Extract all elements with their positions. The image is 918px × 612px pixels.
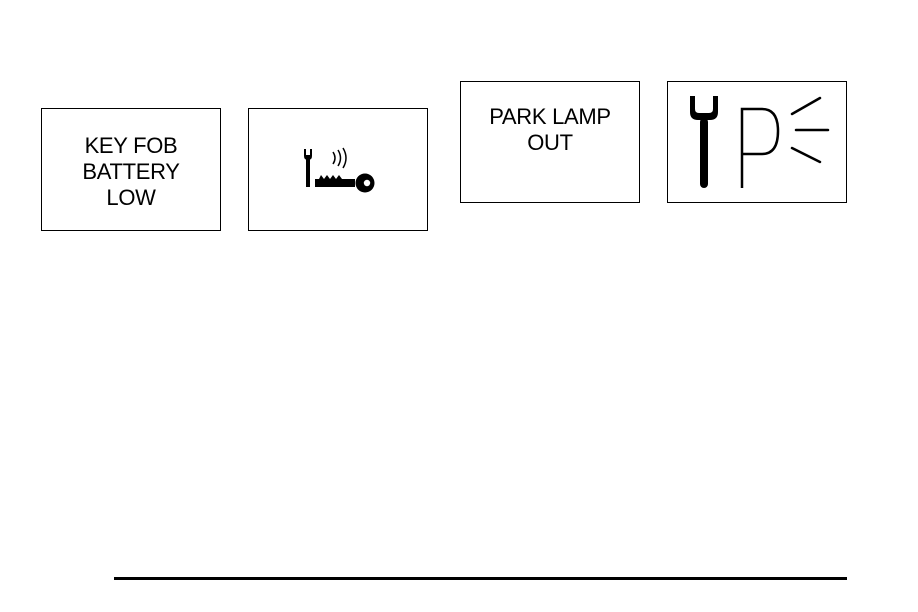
message-line: LOW (82, 185, 179, 211)
wrench-icon (304, 149, 312, 187)
key-fob-service-symbol-panel (248, 108, 428, 231)
key-fob-battery-low-panel: KEY FOB BATTERY LOW (41, 108, 221, 231)
message-line: KEY FOB (82, 133, 179, 159)
key-fob-battery-low-message: KEY FOB BATTERY LOW (82, 133, 179, 211)
park-lamp-out-panel: PARK LAMP OUT (460, 81, 640, 203)
lamp-rays-icon (792, 98, 828, 162)
message-line: OUT (489, 130, 611, 156)
footer-rule (114, 577, 847, 580)
park-lamp-service-symbol-panel (667, 81, 847, 203)
message-line: BATTERY (82, 159, 179, 185)
wrench-park-lamp-icon (668, 82, 846, 202)
signal-waves-icon (333, 148, 346, 168)
key-icon (315, 174, 375, 193)
wrench-icon (690, 96, 718, 188)
message-line: PARK LAMP (489, 104, 611, 130)
park-lamp-out-message: PARK LAMP OUT (489, 104, 611, 156)
park-letter-p-icon (742, 109, 778, 188)
wrench-key-fob-signal-icon (249, 109, 427, 230)
